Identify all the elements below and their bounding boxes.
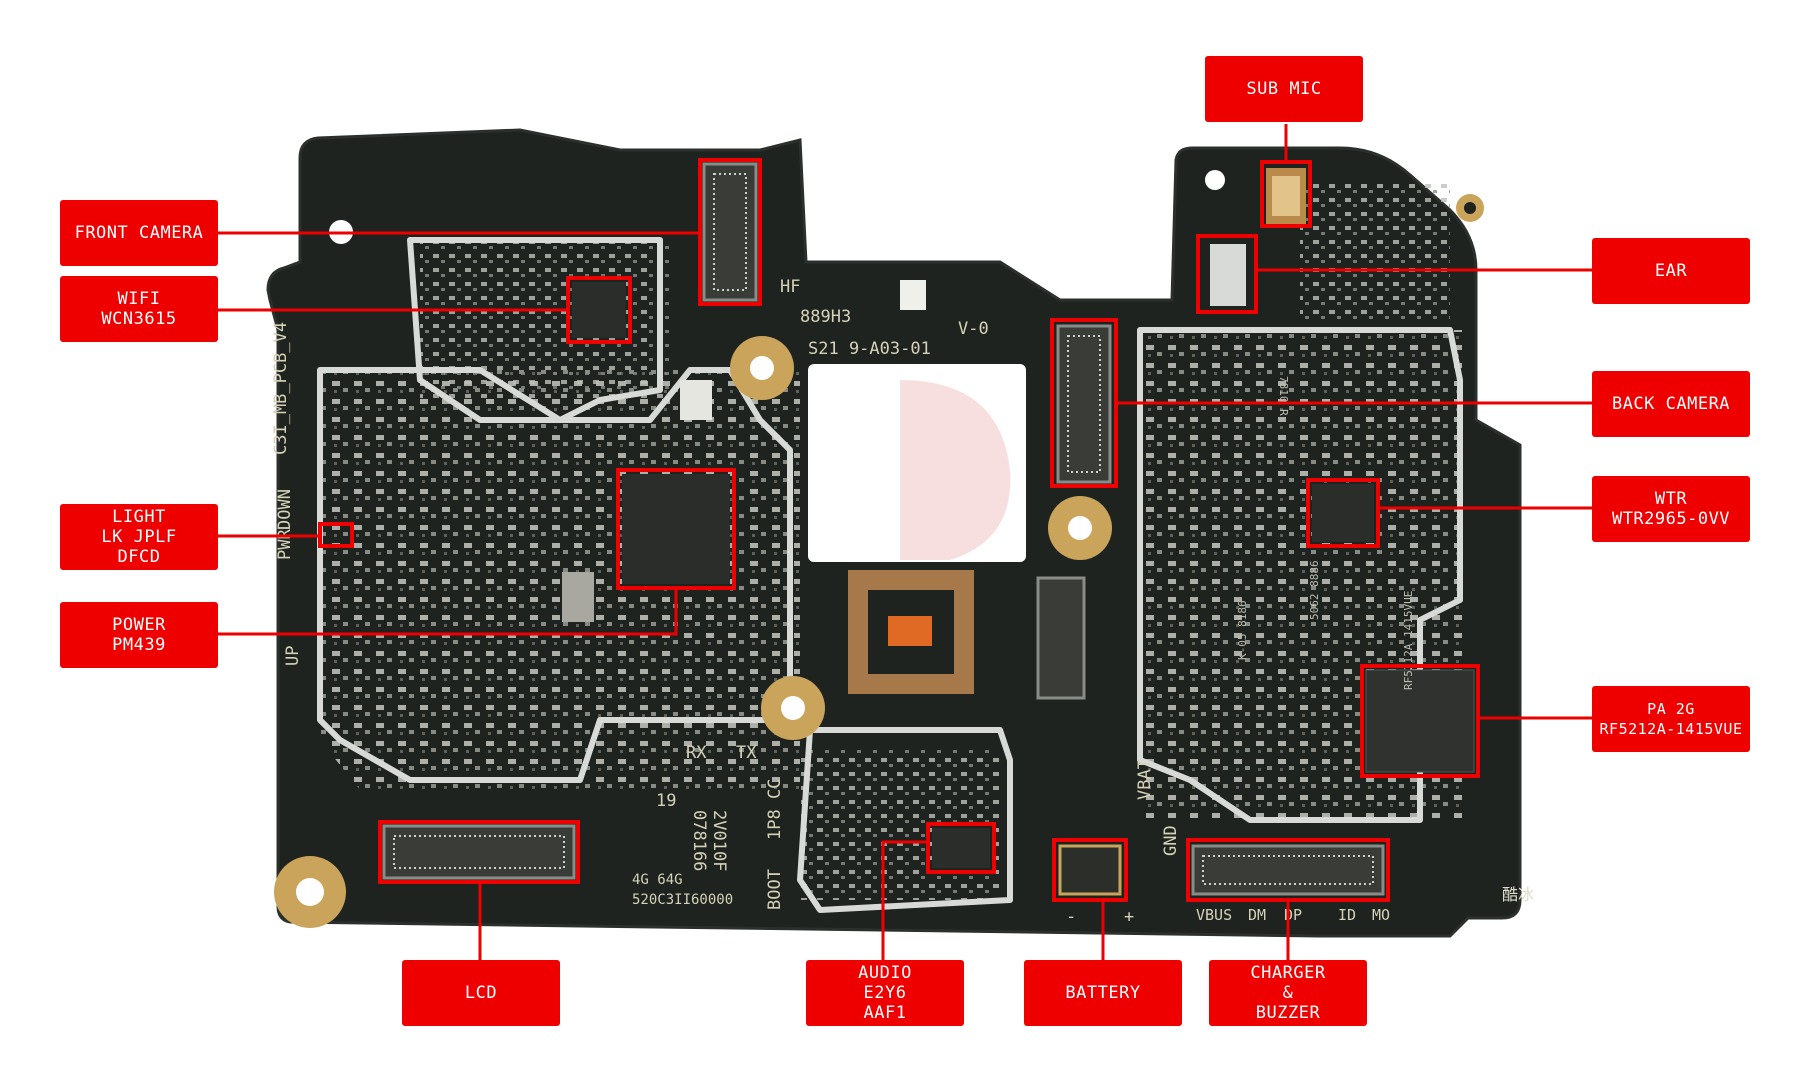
highlight-boxes [318, 158, 1480, 902]
mount-holes [274, 170, 1484, 928]
silk-tx: TX [736, 743, 757, 763]
silk-rx: RX [686, 743, 707, 763]
silk-down: DOWN [275, 489, 295, 530]
watermark [900, 380, 1011, 560]
component-field-top [420, 240, 670, 400]
callout-wifi: WIFI WCN3615 [60, 276, 218, 342]
silk-code: 520C3II60000 [632, 892, 733, 908]
callout-charger: CHARGER & BUZZER [1209, 960, 1367, 1026]
box-wtr [1306, 478, 1380, 548]
component-field-topright [1300, 180, 1450, 320]
chip-mark-pa-line: RF5212A 1415VUE [1402, 591, 1415, 690]
silk-up: UP [283, 646, 303, 666]
callout-battery: BATTERY [1024, 960, 1182, 1026]
chip-mark-wtr: 7810 R [1277, 376, 1290, 416]
silk-logo: 酷冰 [1502, 885, 1534, 904]
silk-gnd: GND [1161, 825, 1181, 856]
silk-hf: HF [780, 277, 800, 297]
callout-pa-2g: PA 2G RF5212A-1415VUE [1592, 686, 1750, 752]
box-battery [1052, 838, 1128, 902]
silk-serial2: 078166 [689, 810, 709, 871]
silk-v: V-0 [958, 319, 989, 339]
leader-lines [218, 124, 1592, 960]
silk-19: 19 [656, 791, 676, 811]
callout-wtr: WTR WTR2965-0VV [1592, 476, 1750, 542]
callout-audio: AUDIO E2Y6 AAF1 [806, 960, 964, 1026]
silk-pcb-label: C3I_MB_PCB_V4 [271, 322, 291, 455]
silk-plus: + [1124, 907, 1134, 927]
chips [562, 168, 1475, 868]
box-pa [1360, 664, 1480, 778]
silk-1p8cc: 1P8 CC [765, 779, 785, 840]
silk-minus: - [1066, 907, 1076, 927]
callout-power: POWER PM439 [60, 602, 218, 668]
chip-mark-pa: RF5212A 1415VUE [1402, 591, 1415, 690]
box-audio [926, 822, 996, 874]
silk-mem: 4G 64G [632, 872, 683, 888]
box-ear [1196, 234, 1258, 314]
callout-back-camera: BACK CAMERA [1592, 371, 1750, 437]
silk-dm: DM [1248, 906, 1266, 924]
callout-light: LIGHT LK JPLF DFCD [60, 504, 218, 570]
callout-lcd: LCD [402, 960, 560, 1026]
chip-mark-k: K-05 8186 [1236, 600, 1249, 660]
silk-pwr: PWR [275, 529, 295, 560]
silk-id: ID [1338, 906, 1356, 924]
silk-boot: BOOT [765, 869, 785, 910]
silk-mo: MO [1372, 906, 1390, 924]
callout-ear: EAR [1592, 238, 1750, 304]
silkscreen: C3I_MB_PCB_V4 889H3 S21 9-A03-01 V-0 HF … [271, 277, 1534, 927]
chip-mark-mid: 5062 8886 [1308, 560, 1321, 620]
silk-serial1: 2V010F [709, 810, 729, 871]
callout-sub-mic: SUB MIC [1205, 56, 1363, 122]
silk-vbus: VBUS [1196, 906, 1232, 924]
silk-vbat: VBAT [1135, 759, 1155, 800]
leader-power [218, 586, 678, 636]
connectors [382, 162, 1385, 896]
silk-serial-top2: S21 9-A03-01 [808, 339, 931, 359]
silk-serial-top: 889H3 [800, 307, 851, 327]
leader-audio [881, 840, 930, 960]
callout-front-camera: FRONT CAMERA [60, 200, 218, 266]
